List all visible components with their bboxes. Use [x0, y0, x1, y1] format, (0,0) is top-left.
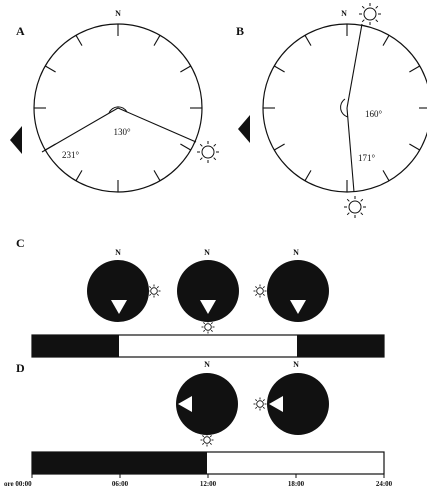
- panel-a-letter: A: [16, 24, 25, 38]
- panel-b-angle-160: 160°: [365, 109, 383, 119]
- panel-c-north-label-2: N: [204, 248, 210, 257]
- panel-d-bird-direction-icon-2: [269, 396, 283, 412]
- panel-a-angle-arc: [108, 106, 128, 114]
- panel-c-letter: C: [16, 236, 25, 250]
- panel-b-north-label: N: [341, 9, 347, 18]
- time-tick-2: 12:00: [200, 480, 217, 488]
- panel-d-dark-segment: [32, 452, 207, 474]
- panel-b: B N 160° 171°: [236, 2, 427, 219]
- panel-a: A N 130° 231°: [10, 9, 220, 193]
- panel-d-sun-icon-2: [253, 397, 267, 411]
- panel-a-sun-icon: [196, 140, 220, 164]
- panel-c-bird-direction-icon-1: [111, 300, 127, 314]
- panel-c-arena-1: [87, 260, 149, 322]
- panel-c-sun-icon-3: [253, 284, 267, 298]
- panel-b-ticks: [263, 24, 427, 192]
- time-axis-ticks: [31, 474, 385, 478]
- time-axis: ore 00:00 06:00 12:00 18:00 24:00: [4, 474, 393, 488]
- panel-b-bearing-line-sun-top: [346, 23, 363, 109]
- panel-c-arena-2: [177, 260, 239, 322]
- panel-b-observer-arrow-icon: [238, 115, 250, 143]
- panel-d: D N N: [16, 360, 385, 475]
- panel-a-bearing-line-231: [41, 107, 119, 153]
- panel-c-sun-icon-1: [147, 284, 161, 298]
- panel-c-dark-segment-night: [32, 335, 119, 357]
- panel-a-angle-231: 231°: [62, 150, 80, 160]
- panel-b-sun-top-icon: [358, 2, 382, 26]
- panel-a-north-label: N: [115, 9, 121, 18]
- panel-d-bird-direction-icon-1: [178, 396, 192, 412]
- panel-c-bird-direction-icon-2: [200, 300, 216, 314]
- panel-b-sun-bottom-icon: [343, 195, 367, 219]
- panel-b-bearing-line-sun-bottom: [346, 107, 355, 193]
- panel-d-letter: D: [16, 361, 25, 375]
- panel-a-bearing-line-sun: [117, 107, 197, 143]
- panel-d-north-label-1: N: [204, 360, 210, 369]
- panel-c-bird-direction-icon-3: [290, 300, 306, 314]
- time-tick-1: 06:00: [112, 480, 129, 488]
- panel-c: C N N N: [16, 236, 385, 358]
- panel-d-arena-1: [176, 373, 238, 435]
- time-tick-0: ore 00:00: [4, 480, 32, 488]
- panel-c-north-label-3: N: [293, 248, 299, 257]
- panel-b-arena: [262, 23, 427, 193]
- panel-a-angle-130: 130°: [113, 127, 131, 137]
- panel-d-north-label-2: N: [293, 360, 299, 369]
- panel-c-north-label-1: N: [115, 248, 121, 257]
- time-tick-3: 18:00: [288, 480, 305, 488]
- panel-d-arena-2: [267, 373, 329, 435]
- panel-c-dark-segment-evening: [297, 335, 384, 357]
- panel-b-angle-arc: [340, 98, 349, 118]
- panel-c-sun-icon-2: [201, 320, 215, 334]
- panel-b-angle-171: 171°: [358, 153, 376, 163]
- panel-b-letter: B: [236, 24, 244, 38]
- time-tick-4: 24:00: [376, 480, 393, 488]
- panel-a-observer-arrow-icon: [10, 126, 22, 154]
- panel-c-arena-3: [267, 260, 329, 322]
- panel-d-sun-icon-1: [200, 433, 214, 447]
